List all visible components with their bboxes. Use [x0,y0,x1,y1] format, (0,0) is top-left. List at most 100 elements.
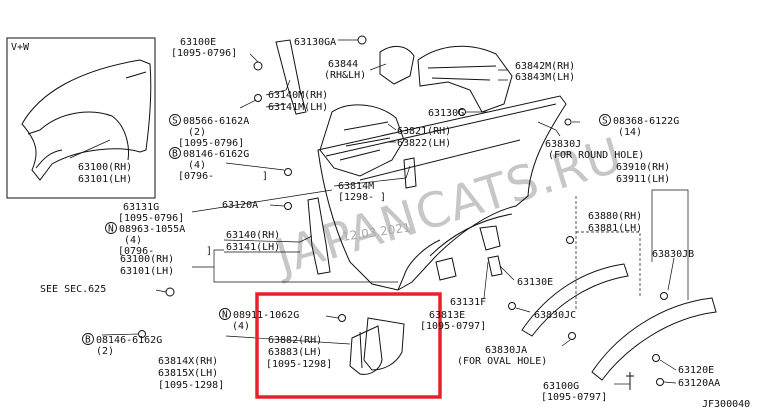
bracket-63131f [479,225,501,251]
fender-protector-rear [379,46,415,85]
label-63821: 63821(RH) [397,126,451,137]
label-63814x: 63814X(RH) [158,356,218,367]
label-63101: 63101(LH) [120,266,174,277]
clip-63830j [566,236,574,244]
label-08368-qty: (14) [618,127,642,138]
screw-08368 [564,118,572,126]
fender-assembly-drawing [101,35,717,390]
label-63131g: 63131G [123,202,159,213]
label-63141: 63141(LH) [226,242,280,253]
leader-lines [101,39,689,385]
label-08146-qty-top: (4) [188,160,206,171]
bracket-63140 [307,197,331,275]
label-08963-1055a: 08963-1055A [119,224,185,235]
label-63131f: 63131F [450,297,486,308]
inset-fender-drawing [21,59,152,181]
svg-text:]: ] [380,192,386,203]
label-63120e: 63120E [678,365,714,376]
label-63830ja-note: (FOR OVAL HOLE) [457,356,547,367]
label-63830j-note: (FOR ROUND HOLE) [548,150,644,161]
label-63881: 63881(LH) [588,223,642,234]
label-63131g-date: [1095-0796] [118,213,184,224]
label-63120aa: 63120AA [678,378,720,389]
label-63830jb: 63830JB [652,249,694,260]
bolt-08146-top [284,168,292,176]
bracket-63140m [275,39,307,115]
label-08146-date-top: [0796- [178,171,214,182]
label-08146-qty-low: (2) [96,346,114,357]
label-63140: 63140(RH) [226,230,280,241]
clip-63120e [652,354,660,362]
label-63100: 63100(RH) [120,254,174,265]
clip-63830ja [568,332,576,340]
label-63814m: 63814M [338,181,374,192]
symbol-s-right: S [602,116,608,127]
label-63100e-date: [1095-0796] [171,48,237,59]
clip-63130g [458,108,466,116]
symbol-n-mid: N [222,310,228,321]
bracket-63814m [403,157,417,189]
label-63120a: 63120A [222,200,258,211]
bracket-63130e [487,255,503,277]
label-63910: 63910(RH) [616,162,670,173]
symbol-b-low: B [85,335,91,346]
clip-63830jc [508,302,516,310]
label-63843m: 63843M(LH) [515,72,575,83]
label-63813e-date: [1095-0797] [420,321,486,332]
label-63813e: 63813E [429,310,465,321]
label-63880: 63880(RH) [588,211,642,222]
nut-08911 [338,314,346,322]
label-63141m: 63141M(LH) [268,102,328,113]
screw-08566 [254,94,262,102]
label-08911-qty: (4) [232,321,250,332]
part-labels: 63100E [1095-0796] 63130GA 63844 (RH&LH)… [40,37,750,410]
label-63830ja: 63830JA [485,345,527,356]
label-see-sec-625: SEE SEC.625 [40,284,106,295]
label-63130g: 63130G [428,108,464,119]
highlight-box [255,292,442,399]
symbol-n-top: N [108,224,114,235]
fender-molding-63882 [349,325,383,375]
label-08146-6162g-low: 08146-6162G [96,335,162,346]
inset-panel: V+W 63100(RH) 63101(LH) [6,37,156,199]
label-08566-6162a: 08566-6162A [183,116,249,127]
label-63814x-date: [1095-1298] [158,380,224,391]
seal-63813e [435,257,457,281]
fender-protector-front [417,45,513,113]
label-63911: 63911(LH) [616,174,670,185]
fender-support-bracket [319,104,405,177]
label-63882-date: [1095-1298] [266,359,332,370]
clip-63120a [284,202,292,210]
label-63883: 63883(LH) [268,347,322,358]
label-63830j: 63830J [545,139,581,150]
label-08566-date: [1095-0796] [178,138,244,149]
label-63830jc: 63830JC [534,310,576,321]
label-63100e: 63100E [180,37,216,48]
arch-molding-63910 [591,297,717,381]
arch-molding-63880 [521,263,629,337]
label-63844: 63844 [328,59,358,70]
label-63140m: 63140M(RH) [268,90,328,101]
clip-63130ga [357,35,367,45]
label-63815x: 63815X(LH) [158,368,218,379]
label-63130ga: 63130GA [294,37,336,48]
label-63100g: 63100G [543,381,579,392]
label-08963-date: [0796- [118,246,154,257]
clip-see-sec [165,287,175,297]
inset-part-lh: 63101(LH) [78,174,132,185]
svg-text:]: ] [262,171,268,182]
fender-flange [325,103,557,291]
clip-63830jb [660,292,668,300]
label-63822: 63822(LH) [397,138,451,149]
bolt-08146-low [138,330,146,338]
symbol-b-top: B [172,149,178,160]
label-08146-6162g-top: 08146-6162G [183,149,249,160]
label-08368-6122g: 08368-6122G [613,116,679,127]
clip-63120aa [656,378,664,386]
diagram-id: JF300040 [702,399,750,410]
label-63842m: 63842M(RH) [515,61,575,72]
clip-63100e [253,61,263,71]
fender-molding-63814x [363,317,405,371]
label-63130e: 63130E [517,277,553,288]
inset-part-rh: 63100(RH) [78,162,132,173]
